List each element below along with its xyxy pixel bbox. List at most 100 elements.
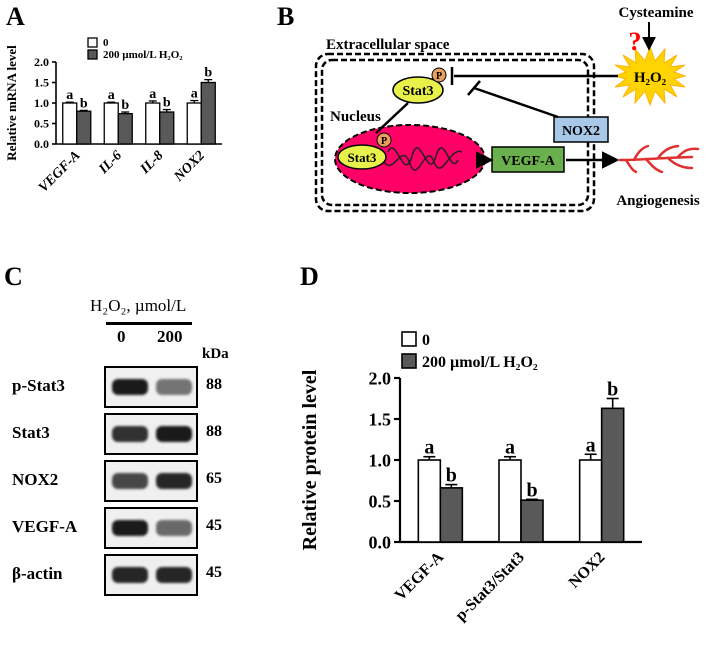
y-axis-label: Relative mRNA level — [4, 45, 19, 161]
significance-letter: a — [108, 88, 115, 103]
y-tick-label: 0.5 — [34, 117, 49, 131]
significance-letter: b — [121, 98, 129, 113]
blot-kda-label: kDa — [202, 346, 229, 362]
blot-band — [156, 473, 192, 489]
blot-header-underline — [106, 322, 192, 325]
panel-letter-c: C — [4, 262, 23, 291]
blot-band — [156, 426, 192, 442]
x-tick-label: p-Stat3/Stat3 — [452, 549, 528, 625]
blot-row-label: β-actin — [12, 564, 63, 583]
blot-row-label: Stat3 — [12, 423, 50, 442]
x-tick-label: IL-8 — [137, 148, 166, 177]
legend-label: 200 µmol/L H₂O₂ — [103, 49, 183, 61]
significance-letter: b — [80, 96, 88, 111]
blot-lane-0-label: 0 — [117, 327, 126, 346]
y-tick-label: 1.5 — [34, 76, 49, 90]
bar — [117, 113, 133, 145]
blot-kda-value: 88 — [206, 376, 222, 393]
legend-label: 200 µmol/L H₂O₂ — [422, 354, 538, 371]
nucleus-label: Nucleus — [330, 109, 381, 125]
panel-letter-b: B — [277, 2, 295, 31]
blot-strip — [104, 507, 198, 549]
cysteamine-label: Cysteamine — [619, 5, 694, 21]
extracellular-label: Extracellular space — [326, 37, 450, 53]
blot-band — [112, 426, 148, 442]
stat3-label: Stat3 — [402, 84, 433, 99]
y-tick-label: 2.0 — [34, 55, 49, 69]
blot-row-label: p-Stat3 — [12, 376, 65, 395]
dna-strand-2 — [383, 150, 463, 171]
significance-letter: a — [149, 87, 156, 102]
significance-letter: a — [505, 437, 515, 459]
panel-letter-a: A — [6, 2, 25, 31]
legend-swatch — [87, 49, 98, 60]
blot-band — [112, 520, 148, 536]
blot-lane-200-label: 200 — [157, 327, 183, 346]
angiogenesis-label: Angiogenesis — [616, 193, 700, 209]
bar — [145, 102, 161, 145]
blot-treatment-header: H₂O₂, µmol/L — [90, 296, 187, 315]
significance-letter: a — [586, 434, 596, 456]
h2o2-label: H₂O₂ — [634, 70, 667, 86]
nuclear-phospho-label: P — [381, 136, 387, 147]
significance-letter: b — [526, 479, 537, 501]
blot-row-label: VEGF-A — [12, 517, 78, 536]
y-tick-label: 1.0 — [34, 96, 49, 110]
significance-letter: b — [607, 379, 618, 401]
bar — [520, 499, 544, 543]
bar — [76, 110, 92, 145]
x-tick-label: NOX2 — [566, 549, 609, 592]
bar — [600, 407, 625, 543]
significance-letter: b — [204, 66, 212, 81]
blot-kda-value: 88 — [206, 423, 222, 440]
blot-kda-value: 45 — [206, 564, 222, 581]
extracellular-outer-box — [314, 52, 596, 213]
phospho-dot — [431, 67, 447, 83]
x-tick-label: VEGF-A — [36, 148, 83, 195]
blot-band — [156, 379, 192, 395]
legend-label: 0 — [103, 37, 109, 49]
bar — [498, 459, 522, 543]
nox2-label: NOX2 — [562, 124, 600, 139]
blot-band — [112, 473, 148, 489]
significance-letter: a — [424, 437, 434, 459]
blot-row-label: NOX2 — [12, 470, 59, 489]
question-mark: ? — [629, 27, 642, 56]
x-tick-label: NOX2 — [171, 148, 208, 185]
nuclear-stat3-label: Stat3 — [348, 150, 377, 165]
stat3-to-nucleus-line — [375, 102, 409, 134]
y-tick-label: 0.0 — [369, 532, 392, 552]
blot-band — [156, 567, 192, 583]
panel-letter-d: D — [300, 262, 319, 291]
stat3-node — [392, 76, 444, 104]
bar — [159, 111, 175, 145]
significance-letter: b — [163, 96, 171, 111]
pathway-diagram: Extracellular space Nucleus Stat3 P Stat… — [314, 5, 700, 213]
phospho-label: P — [436, 71, 442, 82]
bar — [200, 81, 216, 145]
y-axis-label: Relative protein level — [299, 369, 321, 550]
blot-strip — [104, 460, 198, 502]
nox2-inhibition-line — [473, 86, 559, 119]
legend-swatch — [87, 37, 98, 48]
nox2-box — [553, 116, 609, 143]
y-tick-label: 0.0 — [34, 137, 49, 151]
blot-kda-value: 65 — [206, 470, 222, 487]
blot-strip — [104, 554, 198, 596]
y-tick-label: 1.5 — [369, 409, 392, 429]
legend-swatch — [401, 353, 417, 369]
significance-letter: a — [191, 87, 198, 102]
significance-letter: a — [66, 88, 73, 103]
vegf-a-box — [491, 146, 565, 173]
dna-strand — [387, 147, 459, 166]
blot-band — [112, 379, 148, 395]
x-tick-label: VEGF-A — [392, 548, 448, 604]
bar — [62, 102, 78, 145]
nox2-inhibition-bar — [467, 80, 481, 96]
legend-label: 0 — [422, 332, 430, 349]
y-tick-label: 2.0 — [369, 368, 392, 388]
x-tick-label: IL-6 — [96, 148, 125, 177]
significance-letter: b — [446, 465, 457, 487]
